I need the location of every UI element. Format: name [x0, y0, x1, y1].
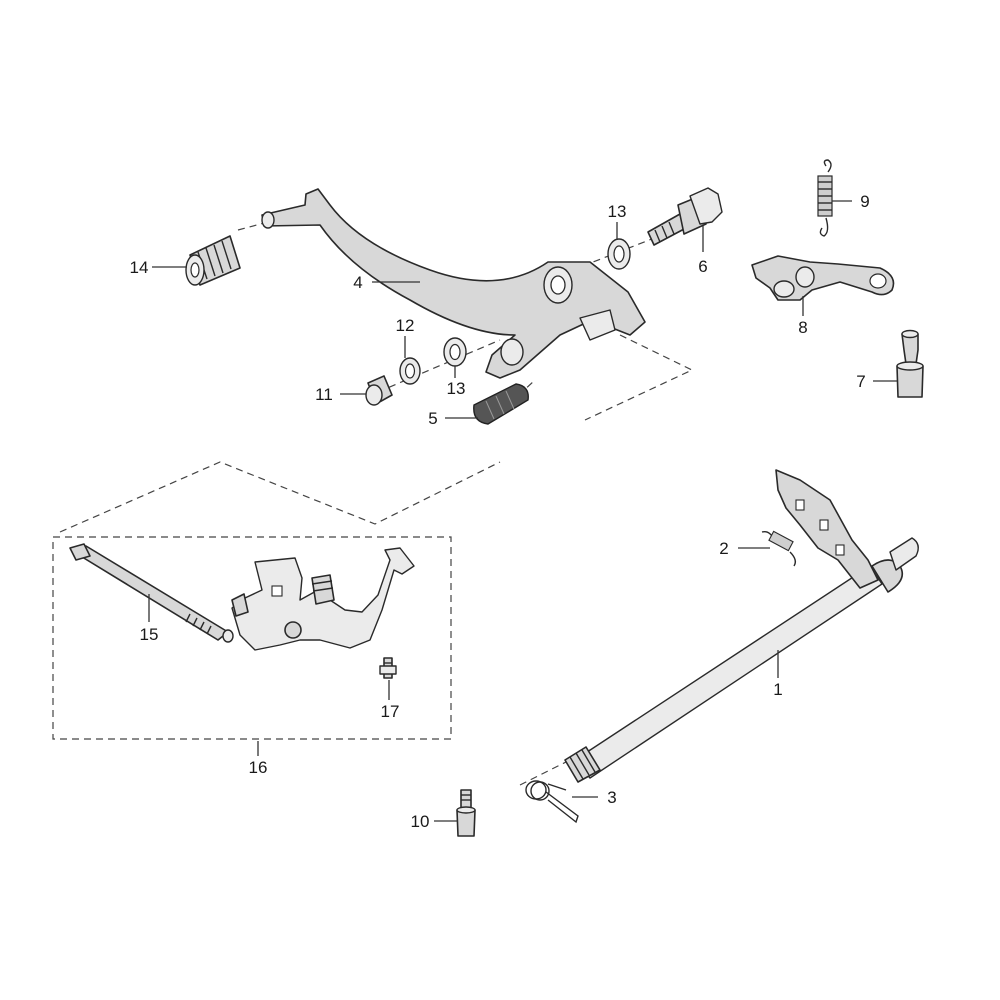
- assembly-16-box: [52, 536, 452, 740]
- callout-12: 12: [396, 316, 415, 335]
- callout-4: 4: [353, 273, 362, 292]
- stopper-arm-part: [751, 255, 895, 301]
- pin-part: [896, 329, 924, 398]
- bolt-17-part: [379, 657, 397, 679]
- callout-5: 5: [428, 409, 437, 428]
- callout-17: 17: [381, 702, 400, 721]
- spring-washer-part: [399, 357, 421, 385]
- cap-nut-part: [365, 375, 393, 406]
- callout-11: 11: [315, 385, 333, 404]
- washer-lower-part: [443, 337, 467, 367]
- shift-shaft-part: [564, 469, 919, 783]
- callout-labels: 1 2 3 4 5 6 7 8 9 10 11 12 13 13 14 15 1…: [130, 192, 870, 831]
- footpeg-rubber-part: [185, 235, 241, 286]
- callout-2: 2: [719, 539, 728, 558]
- pedal-bracket-guide: [584, 334, 694, 421]
- pivot-bolt-part: [647, 187, 723, 246]
- callout-13-upper: 13: [608, 202, 627, 221]
- callout-6: 6: [698, 257, 707, 276]
- callout-7: 7: [856, 372, 865, 391]
- callout-15: 15: [140, 625, 159, 644]
- torsion-spring-part: [525, 780, 579, 824]
- nut-axis-guide: [377, 339, 501, 393]
- callout-1: 1: [773, 680, 782, 699]
- rod-part: [69, 543, 234, 643]
- callout-3: 3: [607, 788, 616, 807]
- pedal-rubber-part: [473, 383, 529, 425]
- leader-lines: [148, 200, 897, 822]
- assembly-16-roof: [59, 461, 501, 533]
- callout-8: 8: [798, 318, 807, 337]
- washer-upper-part: [607, 238, 631, 270]
- callout-10: 10: [411, 812, 430, 831]
- callout-16: 16: [249, 758, 268, 777]
- pedal-bracket-assembly-part: [231, 547, 415, 651]
- return-spring-part: [817, 159, 833, 237]
- stud-part: [456, 789, 476, 837]
- callout-13-lower: 13: [447, 379, 466, 398]
- callout-9: 9: [860, 192, 869, 211]
- small-spring-part: [761, 530, 797, 567]
- shift-pedal-part: [261, 188, 646, 379]
- callout-14: 14: [130, 258, 149, 277]
